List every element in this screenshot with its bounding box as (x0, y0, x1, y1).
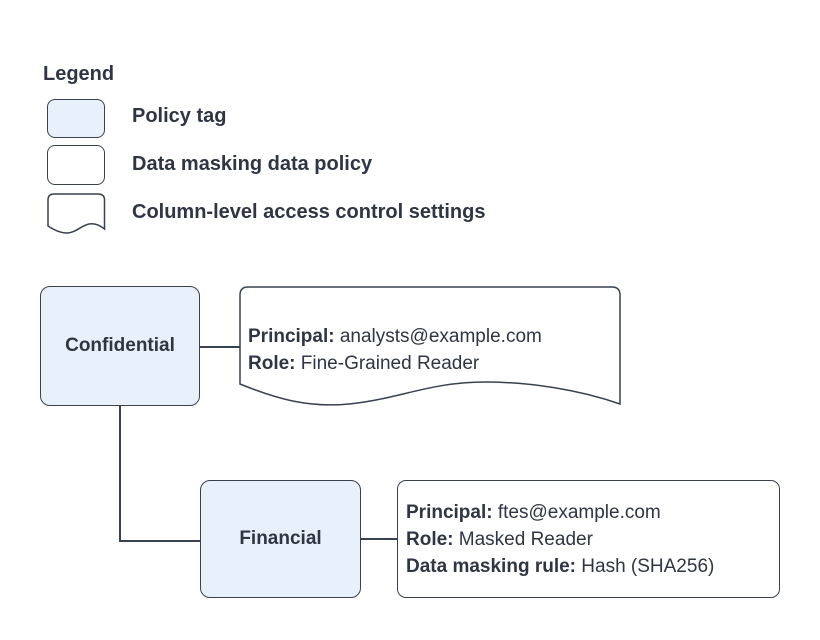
legend-label-policy-tag: Policy tag (132, 105, 227, 127)
legend-label-data-masking-policy: Data masking data policy (132, 153, 373, 175)
connector-confidential-to-financial-horizontal (119, 540, 200, 542)
policy-line-principal: Principal: ftes@example.com (406, 501, 661, 523)
data-policy-financial: Principal: ftes@example.com Role: Masked… (397, 480, 780, 598)
connector-confidential-to-financial-vertical (119, 406, 121, 541)
settings-line-role: Role: Fine-Grained Reader (248, 353, 480, 374)
policy-line-role: Role: Masked Reader (406, 528, 593, 550)
policy-line-masking-rule: Data masking rule: Hash (SHA256) (406, 555, 715, 577)
data-policy-swatch-icon (47, 145, 105, 185)
connector-confidential-to-settings (200, 346, 240, 348)
settings-line-principal: Principal: analysts@example.com (248, 326, 542, 347)
document-swatch-icon (47, 193, 106, 238)
node-financial: Financial (200, 480, 361, 598)
node-confidential: Confidential (40, 286, 200, 406)
policy-tag-swatch-icon (47, 99, 105, 138)
confidential-settings-text: Principal: analysts@example.com Role: Fi… (248, 323, 542, 377)
connector-financial-to-policy (361, 538, 397, 540)
document-confidential-settings: Principal: analysts@example.com Role: Fi… (239, 286, 621, 408)
legend-title: Legend (43, 63, 115, 85)
legend-label-column-access-settings: Column-level access control settings (132, 201, 486, 223)
node-confidential-label: Confidential (65, 335, 175, 356)
node-financial-label: Financial (239, 528, 322, 549)
